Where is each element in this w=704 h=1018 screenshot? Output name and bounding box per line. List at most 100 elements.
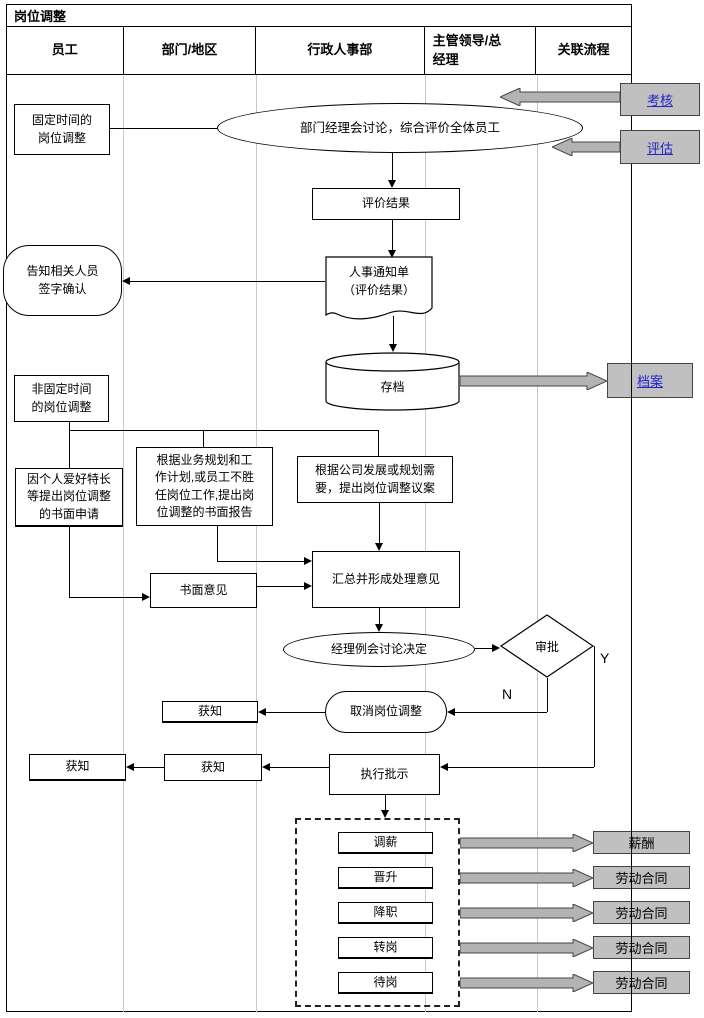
connector	[385, 795, 386, 811]
node-business-report: 根据业务规划和工 作计划,或员工不胜 任岗位工作,提出岗 位调整的书面报告	[136, 447, 273, 526]
connector	[69, 597, 143, 598]
connector	[379, 608, 380, 625]
evaluation-link[interactable]: 评估	[646, 140, 673, 156]
connector	[217, 561, 305, 562]
node-company-proposal: 根据公司发展或规划需 要，提出岗位调整议案	[297, 456, 453, 503]
connector	[69, 430, 378, 431]
lane-divider-2	[256, 75, 257, 1012]
related-labor-contract-box: 劳动合同	[593, 971, 690, 994]
fat-arrow-labor-contract-icon	[459, 938, 595, 962]
node-archive-cylinder: 存档	[325, 352, 460, 412]
arrowhead-down-icon	[375, 543, 383, 551]
fat-arrow-assessment-icon	[498, 87, 621, 111]
node-cancel-adjustment: 取消岗位调整	[325, 691, 447, 733]
swimlane-header: 员工 部门/地区 行政人事部 主管领导/总 经理 关联流程	[6, 27, 632, 75]
archive-link[interactable]: 档案	[636, 374, 663, 389]
table-right-border-overlay	[631, 353, 632, 1012]
connector	[378, 430, 379, 456]
node-fixed-time-adjustment: 固定时间的 岗位调整	[14, 104, 110, 155]
node-action-salary-change: 调薪	[338, 832, 433, 854]
fat-arrow-labor-contract-icon	[459, 903, 595, 927]
connector	[265, 712, 325, 713]
salary-label: 薪酬	[628, 836, 655, 851]
lane-header-related: 关联流程	[557, 42, 610, 58]
archive-label: 存档	[380, 380, 405, 394]
fat-arrow-labor-contract-icon	[459, 973, 595, 997]
connector	[110, 128, 217, 129]
connector-yes	[594, 646, 595, 767]
labor-contract-label: 劳动合同	[615, 941, 668, 956]
node-hr-notice-document: 人事通知单 （评价结果）	[325, 256, 433, 324]
related-assessment-box[interactable]: 考核	[620, 83, 700, 116]
page-title: 岗位调整	[6, 4, 632, 27]
connector	[69, 422, 70, 468]
approval-label: 审批	[534, 640, 559, 654]
connector	[203, 430, 204, 447]
node-written-opinion: 书面意见	[150, 573, 257, 608]
labor-contract-label: 劳动合同	[615, 976, 668, 991]
lane-divider-1	[123, 75, 124, 1012]
lane-header-manager: 主管领导/总 经理	[425, 27, 537, 74]
node-execute-order: 执行批示	[329, 754, 440, 795]
arrowhead-left-icon	[447, 708, 455, 716]
fat-arrow-evaluation-icon	[550, 137, 621, 161]
connector	[379, 503, 380, 544]
arrowhead-down-icon	[389, 344, 397, 352]
related-archive-box[interactable]: 档案	[607, 363, 693, 398]
hr-notice-label: 人事通知单 （评价结果）	[342, 265, 415, 297]
node-manager-discussion: 部门经理会讨论，综合评价全体员工	[217, 103, 583, 153]
fat-arrow-archive-icon	[459, 371, 609, 395]
related-labor-contract-box: 劳动合同	[593, 936, 690, 959]
decision-no-label: N	[502, 686, 513, 702]
node-action-demotion: 降职	[338, 902, 433, 924]
lane-header-hr: 行政人事部	[256, 27, 425, 74]
arrowhead-left-icon	[262, 763, 270, 771]
connector	[269, 767, 329, 768]
arrowhead-right-icon	[304, 582, 312, 590]
node-informed-cancel: 获知	[162, 701, 258, 723]
node-nonfixed-time-adjustment: 非固定时间 的岗位调整	[14, 375, 109, 422]
connector	[393, 316, 394, 345]
fat-arrow-labor-contract-icon	[459, 868, 595, 892]
arrowhead-left-icon	[440, 763, 448, 771]
node-notify-sign: 告知相关人员 签字确认	[3, 245, 122, 316]
connector	[392, 220, 393, 251]
arrowhead-right-icon	[492, 644, 500, 652]
arrowhead-left-icon	[122, 277, 130, 285]
labor-contract-label: 劳动合同	[615, 906, 668, 921]
connector	[547, 678, 548, 712]
connector	[217, 526, 218, 561]
arrowhead-down-icon	[375, 624, 383, 632]
node-evaluation-result: 评价结果	[312, 188, 460, 220]
connector	[454, 712, 547, 713]
node-summarize-opinion: 汇总并形成处理意见	[312, 551, 460, 608]
lane-header-department: 部门/地区	[124, 27, 257, 74]
related-labor-contract-box: 劳动合同	[593, 866, 690, 889]
connector	[475, 648, 493, 649]
connector	[69, 527, 70, 597]
arrowhead-down-icon	[388, 250, 396, 258]
arrowhead-left-icon	[258, 708, 266, 716]
fat-arrow-salary-icon	[459, 833, 595, 857]
action-group-box	[295, 818, 460, 1007]
arrowhead-down-icon	[381, 810, 389, 818]
node-approval-diamond: 审批	[499, 614, 595, 678]
node-action-promotion: 晋升	[338, 867, 433, 889]
node-personal-application: 因个人爱好特长 等提出岗位调整 的书面申请	[15, 468, 123, 527]
lane-divider-3	[425, 75, 426, 1012]
related-salary-box: 薪酬	[593, 831, 690, 854]
node-action-transfer: 转岗	[338, 937, 433, 959]
node-action-standby: 待岗	[338, 972, 433, 994]
related-evaluation-box[interactable]: 评估	[620, 130, 700, 164]
arrowhead-right-icon	[142, 593, 150, 601]
node-informed-employee: 获知	[29, 754, 126, 781]
arrowhead-down-icon	[388, 180, 396, 188]
related-labor-contract-box: 劳动合同	[593, 901, 690, 924]
connector-yes	[447, 767, 594, 768]
node-meeting-decision: 经理例会讨论决定	[283, 632, 475, 667]
connector	[257, 586, 305, 587]
lane-divider-4	[537, 75, 538, 1012]
assessment-link[interactable]: 考核	[646, 93, 673, 108]
arrowhead-right-icon	[304, 557, 312, 565]
